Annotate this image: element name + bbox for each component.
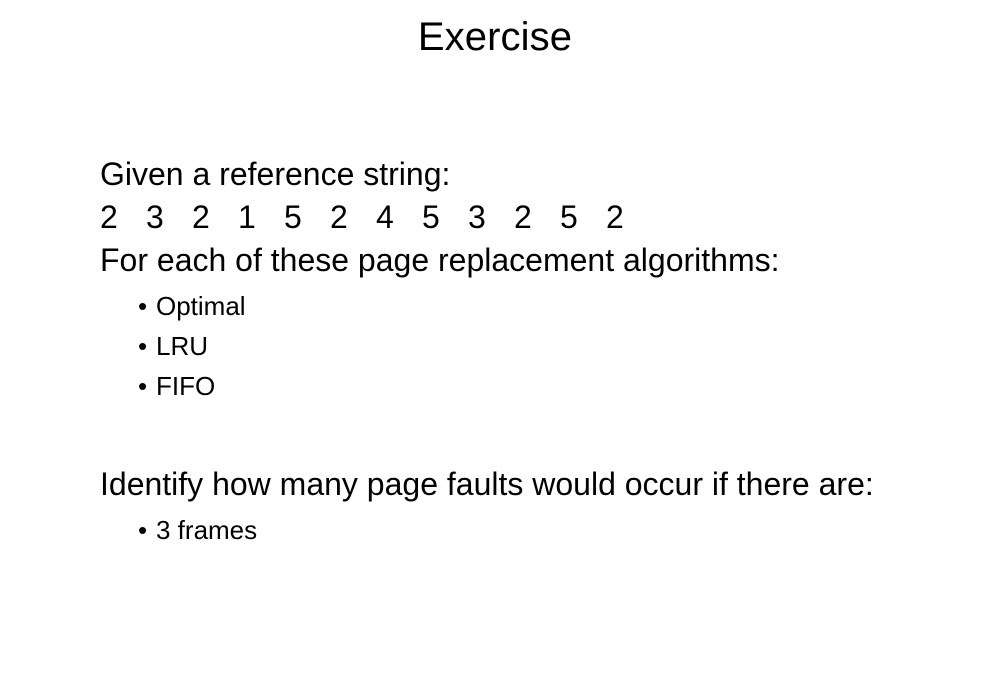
reference-number: 2 — [514, 199, 532, 235]
reference-string-row: 2 3 2 1 5 2 4 5 3 2 5 2 — [100, 196, 660, 239]
page-faults-heading: Identify how many page faults would occu… — [100, 466, 874, 502]
reference-number: 5 — [560, 199, 578, 235]
list-item: • Optimal — [100, 286, 920, 326]
blank-line — [100, 449, 920, 463]
bullet-icon: • — [138, 331, 148, 361]
reference-number: 2 — [192, 199, 210, 235]
list-item-label: Optimal — [156, 291, 246, 321]
reference-number: 5 — [422, 199, 440, 235]
reference-number: 2 — [606, 199, 624, 235]
reference-number: 2 — [100, 199, 118, 235]
list-item-label: LRU — [156, 331, 209, 361]
bullet-icon: • — [138, 291, 148, 321]
reference-number: 3 — [146, 199, 164, 235]
slide-body: Given a reference string: 2 3 2 1 5 2 4 … — [100, 153, 920, 550]
reference-number: 2 — [330, 199, 348, 235]
algorithms-heading: For each of these page replacement algor… — [100, 242, 780, 278]
list-item: • LRU — [100, 326, 920, 366]
reference-number: 4 — [376, 199, 394, 235]
list-item-label: FIFO — [156, 371, 216, 401]
reference-number: 5 — [284, 199, 302, 235]
blank-line — [100, 406, 920, 449]
frames-list: • 3 frames — [100, 510, 920, 550]
bullet-icon: • — [138, 515, 148, 545]
bullet-icon: • — [138, 371, 148, 401]
list-item: • FIFO — [100, 366, 920, 406]
list-item-label: 3 frames — [156, 515, 258, 545]
reference-number: 1 — [238, 199, 256, 235]
slide-title: Exercise — [417, 15, 573, 59]
algorithms-list: • Optimal • LRU • FIFO — [100, 286, 920, 406]
reference-number: 3 — [468, 199, 486, 235]
reference-string-prompt: Given a reference string: — [100, 156, 451, 192]
list-item: • 3 frames — [100, 510, 920, 550]
